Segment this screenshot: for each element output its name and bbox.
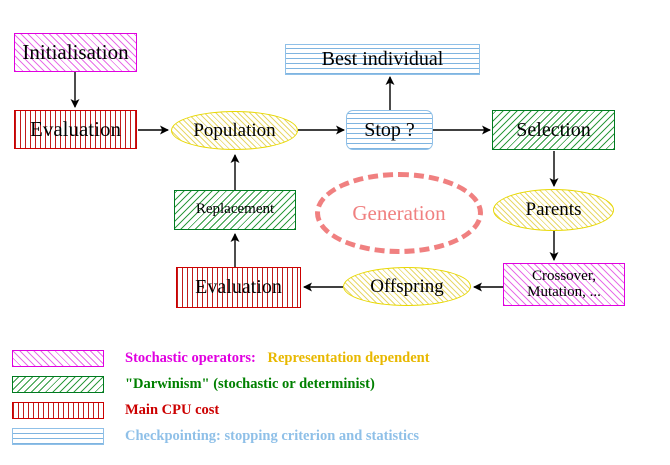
node-population-label: Population xyxy=(193,119,276,141)
node-parents[interactable]: Parents xyxy=(493,189,614,231)
node-replacement[interactable]: Replacement xyxy=(174,190,296,230)
node-selection-label: Selection xyxy=(516,118,591,141)
legend-swatch-diagonal-hatch-green xyxy=(12,376,104,393)
node-operators-label-line1: Crossover, xyxy=(532,268,596,285)
legend-row-checkpointing: Checkpointing: stopping criterion and st… xyxy=(12,428,419,445)
node-best-individual[interactable]: Best individual xyxy=(285,44,480,75)
legend-swatch-diagonal-hatch-magenta xyxy=(12,350,104,367)
node-offspring-label: Offspring xyxy=(370,275,444,297)
node-selection[interactable]: Selection xyxy=(492,110,615,150)
legend-label-main-cpu-cost: Main CPU cost xyxy=(125,402,220,418)
node-evaluation-top[interactable]: Evaluation xyxy=(14,110,137,149)
legend-row-main-cpu-cost: Main CPU cost xyxy=(12,402,219,419)
node-offspring[interactable]: Offspring xyxy=(343,267,471,306)
node-replacement-label: Replacement xyxy=(195,201,275,218)
node-population[interactable]: Population xyxy=(171,111,298,150)
node-initialisation-label: Initialisation xyxy=(22,39,129,64)
node-operators-label-line2: Mutation, ... xyxy=(527,283,601,300)
node-evaluation-bottom[interactable]: Evaluation xyxy=(176,267,301,308)
node-stop-label: Stop ? xyxy=(364,118,415,141)
node-operators[interactable]: Crossover, Mutation, ... xyxy=(503,263,625,306)
legend-swatch-vertical-hatch-red xyxy=(12,402,104,419)
node-best-individual-label: Best individual xyxy=(321,48,444,71)
legend-label-stochastic-operators-primary: Stochastic operators: xyxy=(125,350,256,366)
legend-label-stochastic-operators: Stochastic operators: Representation dep… xyxy=(125,350,430,367)
legend-swatch-horizontal-hatch-blue xyxy=(12,428,104,445)
node-evaluation-top-label: Evaluation xyxy=(30,116,121,141)
legend-row-darwinism: "Darwinism" (stochastic or determinist) xyxy=(12,376,375,393)
legend-label-checkpointing: Checkpointing: stopping criterion and st… xyxy=(125,428,420,444)
legend-label-darwinism: "Darwinism" (stochastic or determinist) xyxy=(125,376,375,392)
node-initialisation[interactable]: Initialisation xyxy=(14,33,137,72)
node-generation-label: Generation xyxy=(352,200,446,225)
node-evaluation-bottom-label: Evaluation xyxy=(195,276,282,299)
node-parents-label: Parents xyxy=(525,199,582,221)
legend-row-stochastic-operators: Stochastic operators: Representation dep… xyxy=(12,350,430,367)
legend-label-stochastic-operators-secondary: Representation dependent xyxy=(267,350,430,366)
node-stop[interactable]: Stop ? xyxy=(346,110,433,150)
node-generation: Generation xyxy=(315,172,483,254)
